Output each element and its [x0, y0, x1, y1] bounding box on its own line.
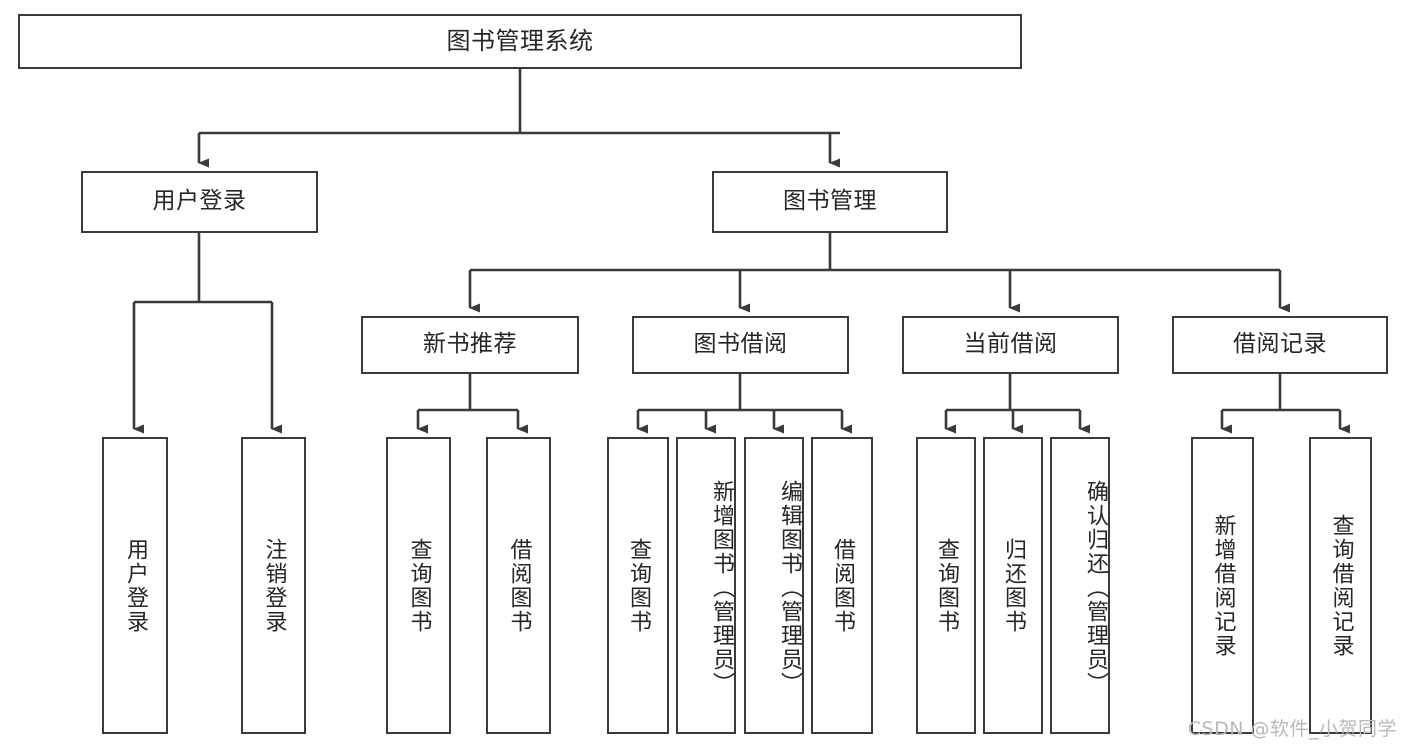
leaf-user-login-label: 用户登录: [122, 537, 148, 634]
node-book-borrow[interactable]: 图书借阅: [632, 316, 849, 374]
leaf-query-borrow-record-label: 查询借阅记录: [1328, 513, 1354, 658]
leaf-confirm-return-admin-label: 确认归还（管理员）: [1083, 479, 1108, 696]
leaf-return-book-label: 归还图书: [1000, 537, 1026, 634]
leaf-query-book-current[interactable]: 查询图书: [916, 437, 976, 734]
node-current-borrow[interactable]: 当前借阅: [902, 316, 1119, 374]
leaf-logout[interactable]: 注销登录: [241, 437, 306, 734]
node-current-borrow-label: 当前借阅: [963, 331, 1058, 358]
leaf-user-login[interactable]: 用户登录: [102, 437, 168, 734]
node-borrow-record[interactable]: 借阅记录: [1172, 316, 1388, 374]
leaf-borrow-book-newbook[interactable]: 借阅图书: [486, 437, 551, 734]
leaf-borrow-book[interactable]: 借阅图书: [811, 437, 873, 734]
node-new-book-recommend-label: 新书推荐: [423, 331, 517, 358]
node-borrow-record-label: 借阅记录: [1233, 331, 1327, 358]
leaf-add-book-admin[interactable]: 新增图书（管理员）: [676, 437, 736, 734]
node-root[interactable]: 图书管理系统: [18, 14, 1022, 69]
leaf-return-book[interactable]: 归还图书: [983, 437, 1043, 734]
leaf-query-book-newbook[interactable]: 查询图书: [386, 437, 451, 734]
node-book-borrow-label: 图书借阅: [693, 331, 788, 358]
leaf-add-borrow-record[interactable]: 新增借阅记录: [1191, 437, 1254, 734]
leaf-add-book-admin-label: 新增图书（管理员）: [709, 479, 734, 696]
leaf-query-book-newbook-label: 查询图书: [406, 537, 432, 634]
node-book-management-label: 图书管理: [783, 188, 877, 215]
leaf-borrow-book-label: 借阅图书: [829, 537, 855, 634]
node-root-label: 图书管理系统: [446, 27, 594, 56]
leaf-borrow-book-newbook-label: 借阅图书: [506, 537, 532, 634]
leaf-confirm-return-admin[interactable]: 确认归还（管理员）: [1050, 437, 1110, 734]
node-book-management[interactable]: 图书管理: [712, 171, 948, 233]
leaf-logout-label: 注销登录: [261, 537, 287, 634]
leaf-query-book-borrow-label: 查询图书: [625, 537, 651, 634]
leaf-query-book-current-label: 查询图书: [933, 537, 959, 634]
leaf-edit-book-admin-label: 编辑图书（管理员）: [777, 479, 802, 696]
node-user-login[interactable]: 用户登录: [81, 171, 318, 233]
leaf-query-borrow-record[interactable]: 查询借阅记录: [1309, 437, 1372, 734]
node-new-book-recommend[interactable]: 新书推荐: [361, 316, 579, 374]
node-user-login-label: 用户登录: [152, 188, 247, 215]
leaf-edit-book-admin[interactable]: 编辑图书（管理员）: [744, 437, 804, 734]
leaf-query-book-borrow[interactable]: 查询图书: [607, 437, 669, 734]
leaf-add-borrow-record-label: 新增借阅记录: [1210, 513, 1236, 658]
watermark: CSDN @软件_小贺同学: [1187, 718, 1397, 740]
